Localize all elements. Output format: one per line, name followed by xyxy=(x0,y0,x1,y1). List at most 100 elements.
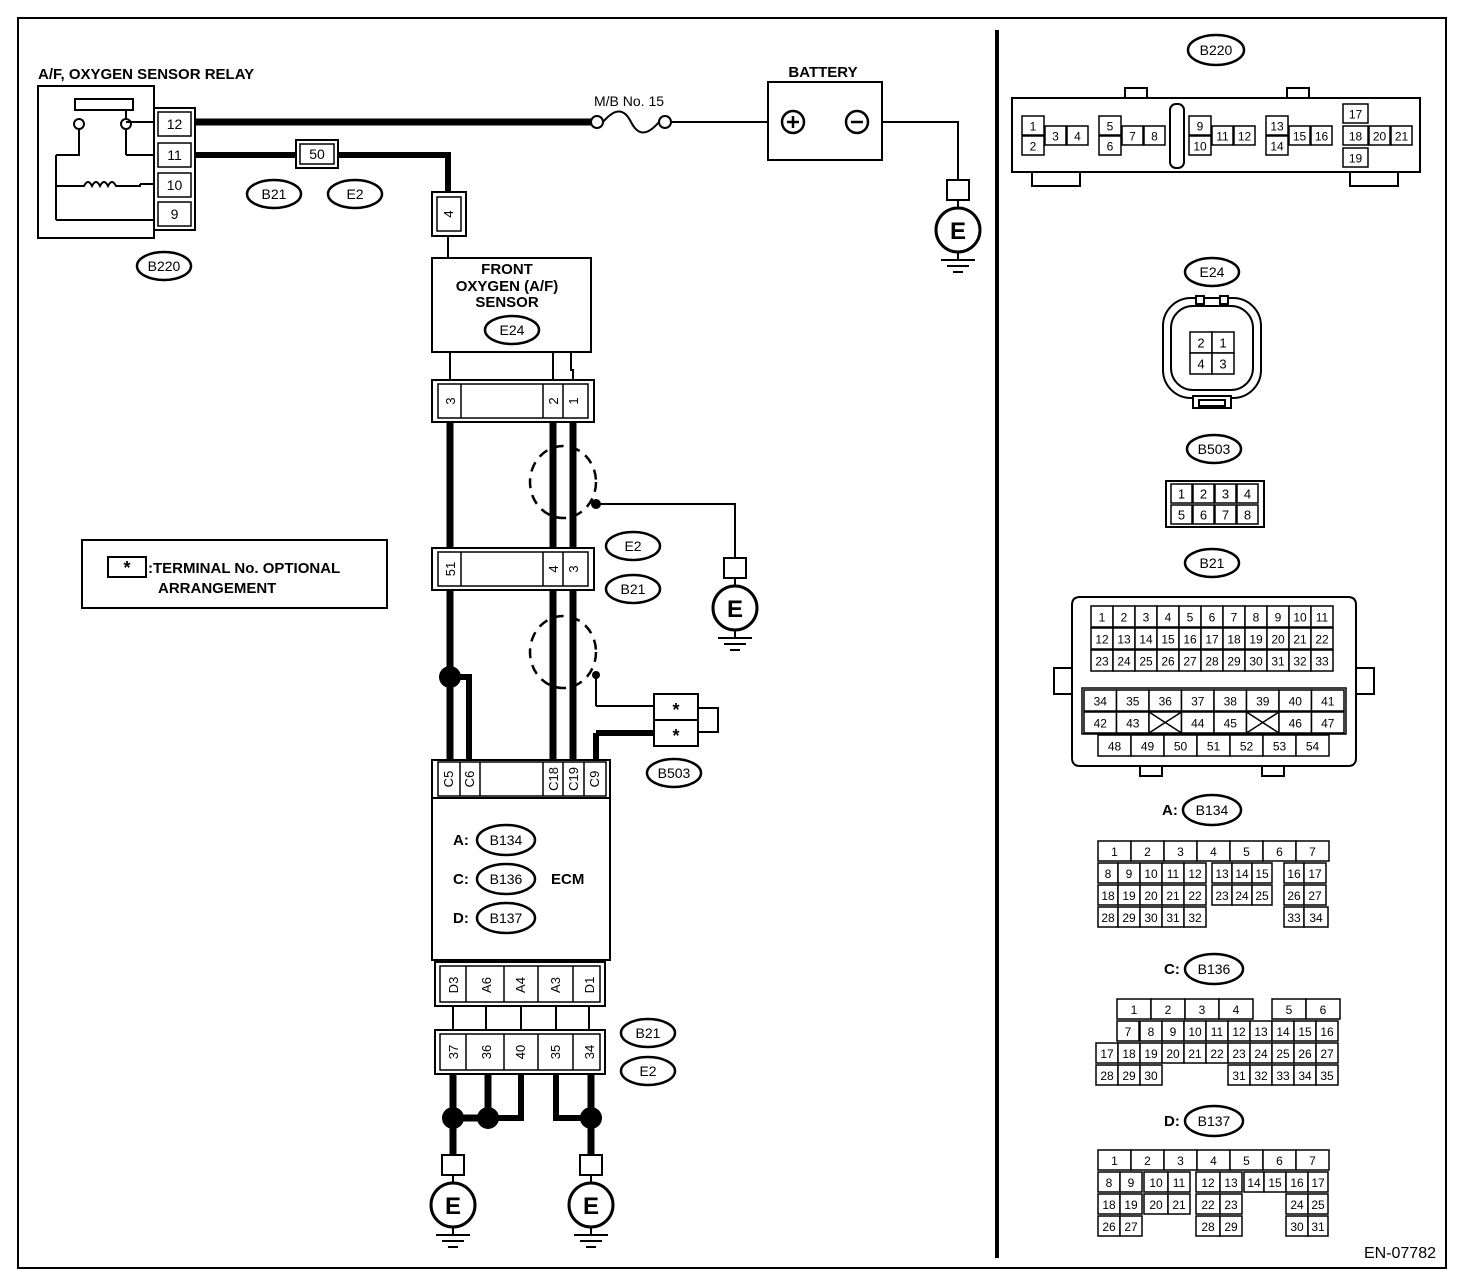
b21-pin-47: 47 xyxy=(1321,717,1335,731)
b137-pin-21: 21 xyxy=(1172,1198,1186,1212)
b134-pin-2: 2 xyxy=(1144,845,1151,859)
ecm-pin-c18: C18 xyxy=(546,767,561,791)
e24-pin-4: 4 xyxy=(1197,357,1204,372)
b21-pin-17: 17 xyxy=(1205,633,1219,647)
ecm-to-lower-wires xyxy=(452,1006,590,1030)
e24-pin-2: 2 xyxy=(1197,336,1204,351)
b21-pin-23: 23 xyxy=(1095,655,1109,669)
b137-pin-30: 30 xyxy=(1290,1220,1304,1234)
b137-pin-16: 16 xyxy=(1290,1176,1304,1190)
b136-pin-22: 22 xyxy=(1210,1047,1224,1061)
b137-pin-7: 7 xyxy=(1309,1154,1316,1168)
b220-pin-13: 13 xyxy=(1270,120,1284,134)
b21-pin-10: 10 xyxy=(1293,611,1307,625)
ground-icon: E xyxy=(429,1154,477,1248)
b137-pin-23: 23 xyxy=(1224,1198,1238,1212)
b21-pin-34: 34 xyxy=(1094,695,1108,709)
b21-pin-48: 48 xyxy=(1108,740,1122,754)
b503-inline-connector: * * B503 xyxy=(645,693,719,789)
b21-pin-11: 11 xyxy=(1316,611,1329,625)
joint-connector-b21: B21 xyxy=(262,186,287,202)
ecm-pin-c19: C19 xyxy=(566,767,581,791)
b134-pin-4: 4 xyxy=(1210,845,1217,859)
b136-pin-5: 5 xyxy=(1286,1003,1293,1017)
b21-pin-25: 25 xyxy=(1139,655,1153,669)
b137-pin-31: 31 xyxy=(1311,1220,1325,1234)
b134-pin-6: 6 xyxy=(1276,845,1283,859)
b136-prefix: C: xyxy=(1164,961,1180,978)
b503-pin-7: 7 xyxy=(1222,508,1229,523)
b21-pin-19: 19 xyxy=(1249,633,1263,647)
b503-pin-3: 3 xyxy=(1222,487,1229,502)
ecm-name: ECM xyxy=(551,871,584,888)
b220-pin-8: 8 xyxy=(1151,130,1158,144)
b21-pin-3: 3 xyxy=(1143,611,1150,625)
b21-pin-52: 52 xyxy=(1240,740,1254,754)
outer-frame xyxy=(17,17,1447,1269)
b21-pin-38: 38 xyxy=(1224,695,1238,709)
b503-pin-5: 5 xyxy=(1178,508,1185,523)
b137-pin-1: 1 xyxy=(1111,1154,1118,1168)
b21-pin-36: 36 xyxy=(1159,695,1173,709)
ecm-pin-c5: C5 xyxy=(441,771,456,788)
relay-connector-label: B220 xyxy=(148,258,181,274)
b134-pin-13: 13 xyxy=(1215,867,1229,881)
b136-pin-24: 24 xyxy=(1254,1047,1268,1061)
lower-pin-37: 37 xyxy=(446,1045,461,1059)
lower-pin-40: 40 xyxy=(513,1045,528,1059)
b21-pin-22: 22 xyxy=(1315,633,1329,647)
battery-title: BATTERY xyxy=(788,64,857,81)
b503-pin-6: 6 xyxy=(1200,508,1207,523)
b136-pin-35: 35 xyxy=(1320,1069,1334,1083)
upper-pin-3: 3 xyxy=(566,565,581,572)
b134-pin-17: 17 xyxy=(1308,867,1322,881)
b137-pin-3: 3 xyxy=(1177,1154,1184,1168)
b134-pin-20: 20 xyxy=(1144,889,1158,903)
sensor-top-pin: 4 xyxy=(441,210,456,217)
b134-pin-29: 29 xyxy=(1122,911,1136,925)
sensor-title-line-1: FRONT xyxy=(481,261,533,278)
b134-pin-11: 11 xyxy=(1167,867,1180,881)
b137-pin-19: 19 xyxy=(1124,1198,1138,1212)
b21-pin-20: 20 xyxy=(1271,633,1285,647)
upper-pin-51: 51 xyxy=(443,562,458,576)
ground-letter: E xyxy=(583,1193,599,1220)
b137-pin-5: 5 xyxy=(1243,1154,1250,1168)
b136-pin-19: 19 xyxy=(1144,1047,1158,1061)
b21-pin-43: 43 xyxy=(1126,717,1140,731)
b21-pin-46: 46 xyxy=(1289,717,1303,731)
sensor-pin-3: 3 xyxy=(443,397,458,404)
b136-pin-3: 3 xyxy=(1199,1003,1206,1017)
battery-icon: BATTERY xyxy=(767,64,883,161)
ground-letter: E xyxy=(727,596,743,623)
ecm-pin-c9: C9 xyxy=(587,771,602,788)
legend-line-1: :TERMINAL No. OPTIONAL xyxy=(148,560,340,577)
b134-pin-12: 12 xyxy=(1188,867,1202,881)
b21-pin-8: 8 xyxy=(1253,611,1260,625)
legend: * :TERMINAL No. OPTIONAL ARRANGEMENT xyxy=(81,539,388,609)
lower-connector-e2: E2 xyxy=(639,1063,656,1079)
b21-pin-53: 53 xyxy=(1273,740,1287,754)
b21-pin-49: 49 xyxy=(1141,740,1155,754)
ecm-row-d-prefix: D: xyxy=(453,910,469,927)
b220-pin-12: 12 xyxy=(1238,130,1252,144)
e2-b21-upper-connector: 51 4 3 E2 B21 xyxy=(431,530,662,605)
sensor-pin-2: 2 xyxy=(546,397,561,404)
b134-pin-31: 31 xyxy=(1166,911,1180,925)
b21-label: B21 xyxy=(1200,555,1225,571)
b21-pin-5: 5 xyxy=(1187,611,1194,625)
b21-pin-28: 28 xyxy=(1205,655,1219,669)
b137-pin-6: 6 xyxy=(1276,1154,1283,1168)
lower-pin-35: 35 xyxy=(548,1045,563,1059)
b137-pin-15: 15 xyxy=(1268,1176,1282,1190)
b220-pin-19: 19 xyxy=(1349,152,1363,166)
b220-pin-1: 1 xyxy=(1030,120,1037,134)
b137-pin-17: 17 xyxy=(1311,1176,1325,1190)
b137-pin-25: 25 xyxy=(1311,1198,1325,1212)
b136-pin-23: 23 xyxy=(1232,1047,1246,1061)
b21-pin-32: 32 xyxy=(1293,655,1307,669)
legend-line-2: ARRANGEMENT xyxy=(158,580,276,597)
ground-letter: E xyxy=(950,218,966,245)
b21-pin-33: 33 xyxy=(1315,655,1329,669)
